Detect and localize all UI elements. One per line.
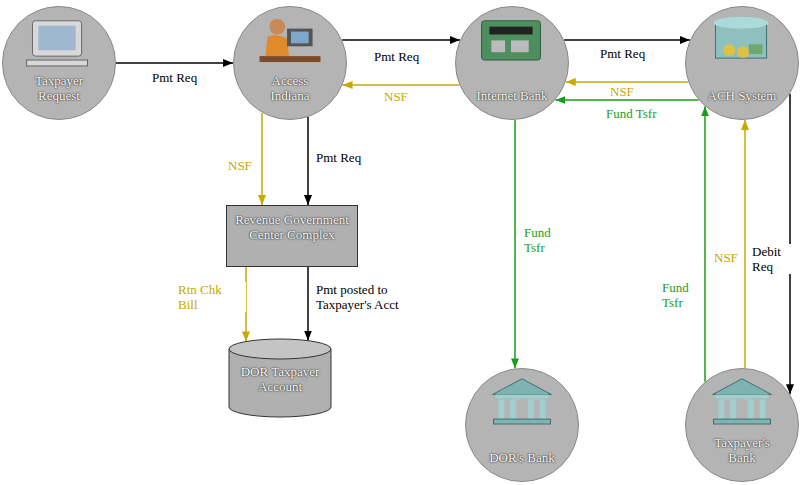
node-label: Taxpayer's Bank — [704, 435, 780, 465]
flow-label: Pmt Req — [598, 46, 647, 61]
flow-arrow — [307, 267, 309, 341]
process-circle: Taxpayer's Bank — [685, 368, 799, 482]
node-label: Internet Bank — [474, 88, 550, 103]
flow-label: Fund Tsfr — [604, 106, 659, 121]
flow-arrow — [704, 106, 706, 381]
node-label: Access Indiana — [252, 73, 328, 103]
flow-arrow — [564, 39, 690, 41]
flow-label: Rtn Chk Bill — [176, 282, 246, 312]
flow-label: Pmt Req — [314, 150, 363, 165]
flow-arrow — [343, 84, 460, 86]
process-circle: DOR's Bank — [465, 368, 579, 482]
flow-arrow — [307, 117, 309, 205]
flow-label: Pmt posted to Taxpayer's Acct — [314, 282, 422, 312]
node-label: DOR Taxpayer Account — [236, 364, 324, 394]
flow-label: NSF — [712, 250, 740, 265]
flow-arrow — [555, 99, 698, 101]
flow-label: NSF — [382, 89, 410, 104]
flow-label: NSF — [608, 84, 636, 99]
flow-label: NSF — [226, 158, 254, 173]
node-label: ACH System — [704, 88, 780, 103]
flow-arrow — [566, 81, 689, 83]
flow-arrow — [116, 62, 233, 64]
process-circle: Internet Bank — [455, 6, 569, 120]
node-label: Revenue Government Center Complex — [227, 206, 357, 248]
node-label: Taxpayer Request — [21, 73, 97, 103]
database-cylinder: DOR Taxpayer Account — [228, 338, 332, 418]
flow-label: Pmt Req — [372, 49, 421, 64]
flow-arrow — [261, 113, 263, 205]
flow-label: Fund Tsfr — [660, 280, 704, 310]
flow-label: Pmt Req — [150, 70, 199, 85]
flow-label: Debit Req — [750, 244, 792, 274]
process-box: Revenue Government Center Complex — [226, 205, 358, 267]
process-circle: Taxpayer Request — [2, 6, 116, 120]
flow-arrow — [514, 120, 516, 369]
flow-arrow — [744, 120, 746, 368]
process-circle: ACH System — [685, 6, 799, 120]
node-label: DOR's Bank — [484, 450, 560, 465]
process-circle: Access Indiana — [233, 6, 347, 120]
flow-arrow — [342, 39, 460, 41]
flow-label: Fund Tsfr — [522, 225, 566, 255]
